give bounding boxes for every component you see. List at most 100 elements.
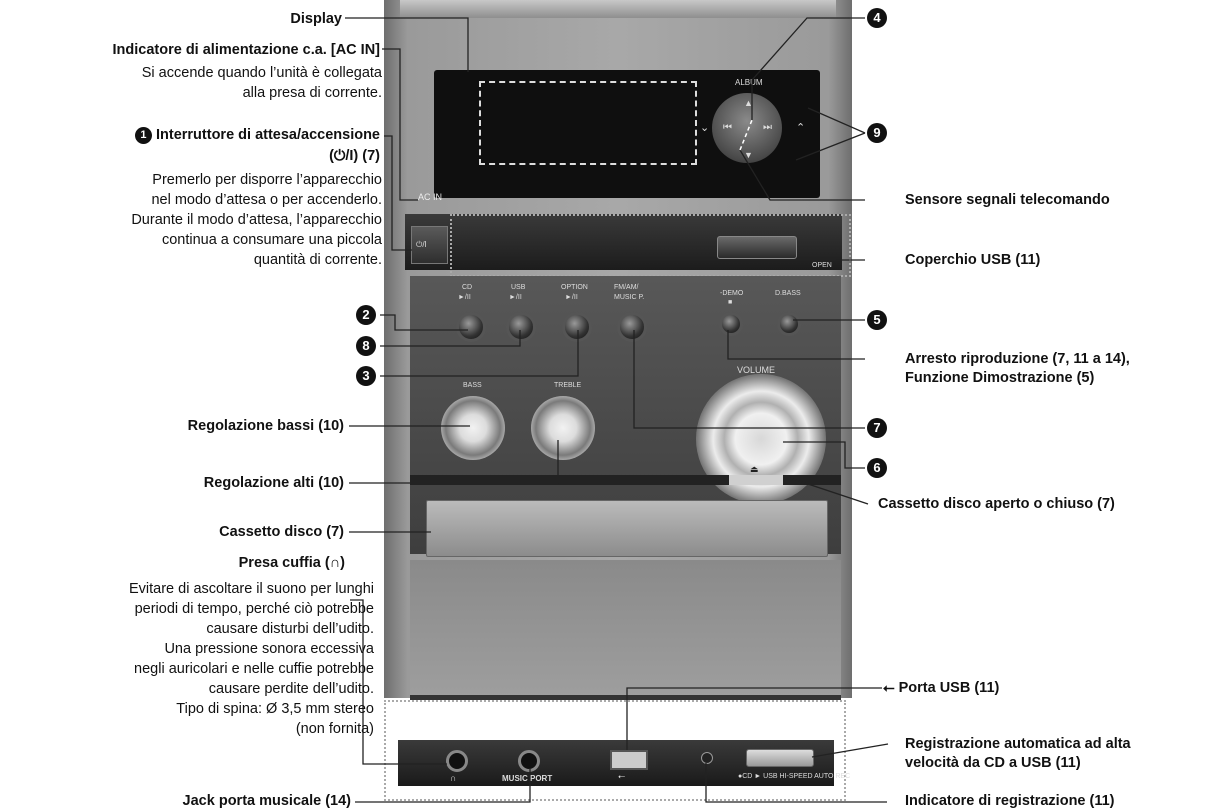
- leader-headphone: [350, 599, 447, 765]
- option-play-pause-label: ►/II: [565, 294, 578, 301]
- label-bass: Regolazione bassi (10): [187, 418, 344, 434]
- leader-9b: [795, 132, 866, 161]
- eject-button[interactable]: [729, 475, 783, 485]
- label-standby-desc2: nel modo d’attesa o per accenderlo.: [151, 192, 382, 208]
- label-tray: Cassetto disco (7): [219, 524, 344, 540]
- label-standby-desc1: Premerlo per disporre l’apparecchio: [152, 172, 382, 188]
- album-up-icon: ▲: [744, 98, 753, 108]
- leader-ac-in: [382, 48, 418, 201]
- label-ac-in-title: Indicatore di alimentazione c.a. [AC IN]: [112, 42, 381, 58]
- usb-cover-handle[interactable]: [717, 236, 797, 259]
- label-ac-in-desc1: Si accende quando l’unità è collegata: [141, 65, 382, 81]
- demo-key-label: -DEMO: [720, 290, 744, 297]
- label-treble: Regolazione alti (10): [203, 475, 344, 491]
- leader-9a: [807, 107, 866, 134]
- label-ac-in-desc2: alla presa di corrente.: [242, 85, 382, 101]
- power-icon: ⏻/I: [416, 240, 427, 249]
- disc-tray[interactable]: [426, 500, 828, 557]
- auto-rec-button[interactable]: [746, 749, 814, 767]
- headphone-jack[interactable]: [446, 750, 468, 772]
- stop-icon: ■: [728, 299, 733, 306]
- callout-6: 6: [867, 458, 887, 478]
- dbass-key-label: D.BASS: [775, 290, 801, 297]
- usb-port[interactable]: [610, 750, 648, 770]
- leader-6: [783, 441, 865, 469]
- headphone-icon: ∩: [450, 773, 457, 783]
- ac-in-indicator-label: AC IN: [418, 192, 443, 202]
- label-standby-desc4: continua a consumare una piccola: [161, 232, 382, 248]
- label-rec-indicator: Indicatore di registrazione (11): [905, 793, 1115, 809]
- callout-5: 5: [867, 310, 887, 330]
- callout-1: 1: [134, 127, 152, 144]
- usb-icon: ⭠: [618, 771, 626, 781]
- usb-key-label: USB: [511, 284, 526, 291]
- leader-remote-sensor-inner: [739, 119, 753, 151]
- bass-knob-label: BASS: [463, 382, 482, 389]
- leader-2: [380, 314, 468, 331]
- label-remote-sensor: Sensore segnali telecomando: [905, 192, 1110, 208]
- leader-music-port: [355, 768, 531, 803]
- auto-rec-strip-label: ●CD ► USB HI-SPEED AUTO REC: [738, 773, 851, 780]
- volume-label: VOLUME: [737, 365, 776, 375]
- leader-standby: [384, 135, 412, 251]
- label-standby-desc5: quantità di corrente.: [253, 252, 382, 268]
- music-port-jack[interactable]: [518, 750, 540, 772]
- leader-7: [633, 330, 865, 429]
- label-usb-cover: Coperchio USB (11): [905, 252, 1041, 268]
- label-headphone-desc2: periodi di tempo, perché ciò potrebbe: [134, 601, 374, 617]
- port-panel-outline: [384, 700, 846, 801]
- label-standby-title2: (⏻/I) (7): [329, 148, 380, 164]
- option-play-pause-button[interactable]: [562, 312, 592, 342]
- album-down-icon: ▼: [744, 150, 753, 160]
- fm-am-key-label: FM/AM/: [614, 284, 639, 291]
- label-usb-port: ⭠Porta USB (11): [883, 679, 999, 697]
- leader-display: [345, 17, 469, 72]
- chevron-up-icon: ⌃: [796, 122, 806, 134]
- label-headphone-desc5: negli auricolari e nelle cuffie potrebbe: [134, 661, 374, 677]
- device-top-edge: [400, 0, 836, 18]
- label-headphone-desc1: Evitare di ascoltare il suono per lunghi: [128, 581, 374, 597]
- callout-7: 7: [867, 418, 887, 438]
- usb-port-text: Porta USB (11): [898, 680, 1000, 696]
- treble-knob[interactable]: [531, 396, 595, 460]
- leader-stop: [727, 330, 865, 360]
- leader-rec-indicator: [705, 763, 887, 803]
- label-demo: Funzione Dimostrazione (5): [905, 370, 1095, 386]
- standby-power-button[interactable]: [411, 226, 448, 264]
- fm-am-music-p-button[interactable]: [617, 312, 647, 342]
- callout-8: 8: [356, 336, 376, 356]
- callout-9: 9: [867, 123, 887, 143]
- leader-tray-open: [789, 477, 869, 505]
- label-auto-rec2: velocità da CD a USB (11): [905, 755, 1081, 771]
- display-area-outline: [479, 81, 697, 165]
- album-label: ALBUM: [735, 78, 763, 87]
- open-label: OPEN: [812, 262, 832, 269]
- label-headphone-desc4: Una pressione sonora eccessiva: [164, 641, 374, 657]
- label-headphone-title: Presa cuffia (∩): [238, 555, 345, 571]
- dbass-button[interactable]: [777, 312, 801, 336]
- music-p-key-label: MUSIC P.: [614, 294, 645, 301]
- music-port-label: MUSIC PORT: [502, 774, 553, 783]
- label-music-port-jack: Jack porta musicale (14): [182, 793, 351, 809]
- cd-play-pause-button[interactable]: [456, 312, 486, 342]
- lower-front: [410, 560, 841, 698]
- usb-play-pause-button[interactable]: [506, 312, 536, 342]
- leader-4: [751, 17, 865, 120]
- callout-4: 4: [867, 8, 887, 28]
- rec-indicator-led: [701, 752, 713, 764]
- usb-play-pause-label: ►/II: [509, 294, 522, 301]
- label-headphone-desc6: causare perdite dell’udito.: [208, 681, 374, 697]
- bass-knob[interactable]: [441, 396, 505, 460]
- label-stop: Arresto riproduzione (7, 11 a 14),: [905, 351, 1130, 367]
- skip-back-icon: ⏮: [723, 122, 732, 133]
- stop-demo-button[interactable]: [719, 312, 743, 336]
- callout-2: 2: [356, 305, 376, 325]
- eject-icon: ⏏: [750, 464, 759, 474]
- label-tray-open-close: Cassetto disco aperto o chiuso (7): [878, 496, 1115, 512]
- album-skip-button[interactable]: [712, 93, 782, 163]
- leader-auto-rec: [811, 743, 889, 758]
- chevron-down-icon: ⌄: [700, 122, 710, 134]
- leader-8: [380, 330, 521, 347]
